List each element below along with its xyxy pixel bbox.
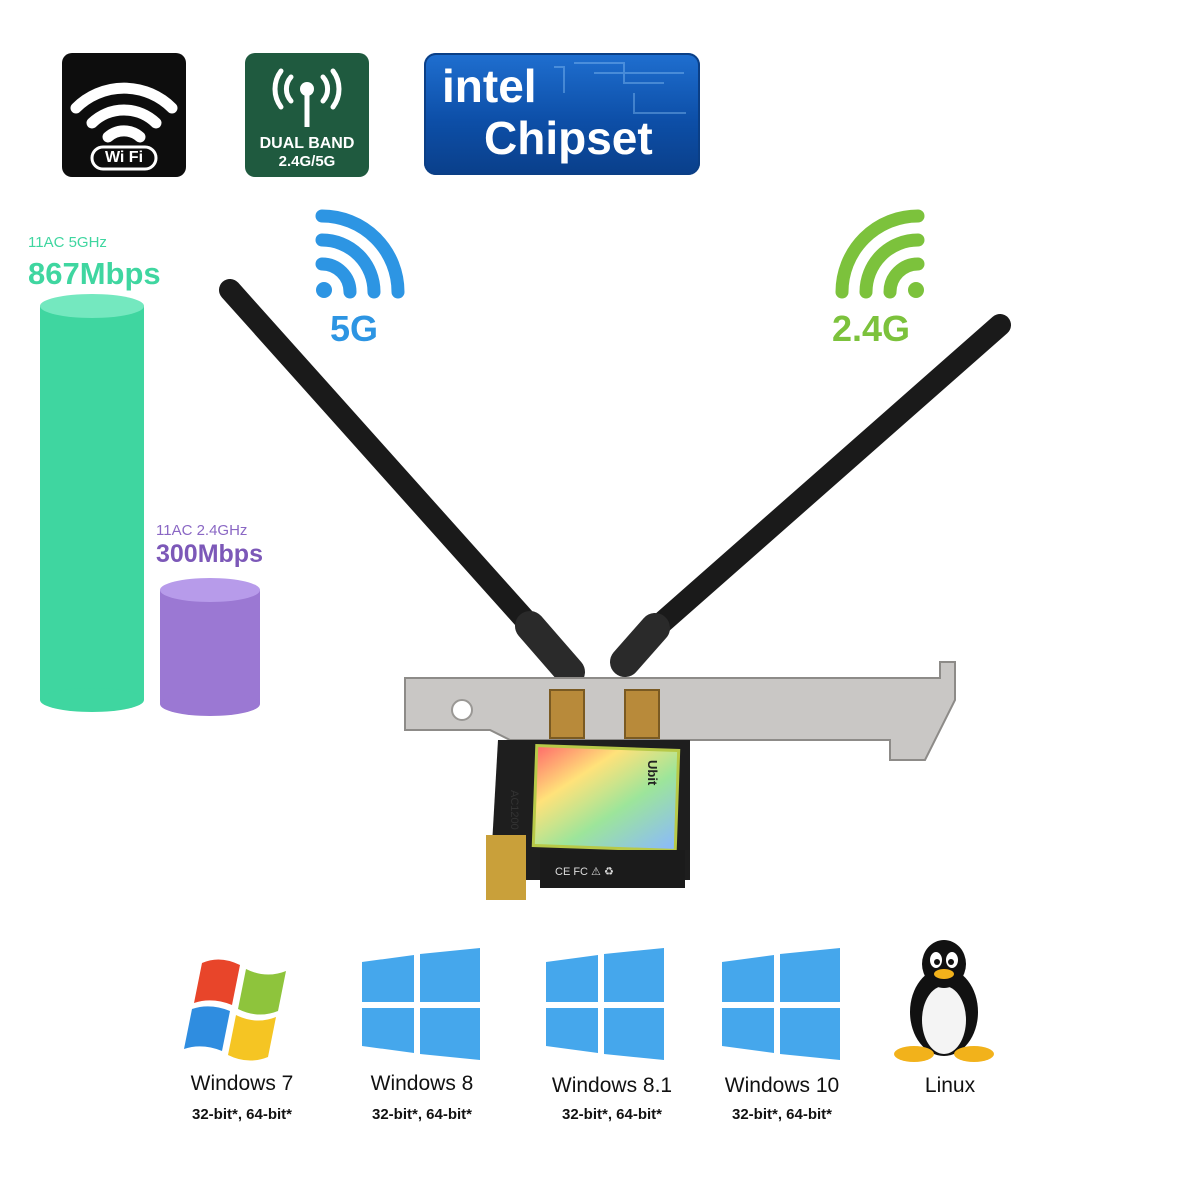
chipset-label: Chipset: [484, 112, 653, 164]
os-name-win8: Windows 8: [370, 1072, 474, 1095]
speed-24ghz-value: 300Mbps: [156, 540, 263, 568]
speed-5ghz-value: 867Mbps: [28, 256, 161, 291]
windows-xp-logo: [184, 959, 286, 1061]
svg-text:CE FC ⚠ ♻: CE FC ⚠ ♻: [555, 866, 614, 878]
pcie-wifi-card: CE FC ⚠ ♻: [219, 279, 1011, 900]
os-name-win10: Windows 10: [724, 1074, 840, 1097]
intel-chipset-badge: intel Chipset: [424, 53, 700, 175]
os-name-win7: Windows 7: [190, 1072, 294, 1095]
dual-band-line2: 2.4G/5G: [278, 153, 336, 170]
speed-5ghz-label: 11AC 5GHz: [28, 234, 107, 251]
wifi-icon: [70, 82, 178, 171]
speed-5ghz-cylinder: [40, 294, 144, 712]
card-model-label: AC1200: [508, 790, 520, 830]
band-5g-label: 5G: [330, 308, 379, 349]
os-name-linux: Linux: [924, 1074, 976, 1097]
os-name-win81: Windows 8.1: [551, 1074, 673, 1097]
antenna-right: [610, 314, 1011, 677]
speed-24ghz-cylinder: [160, 578, 260, 716]
wifi-text: Wi Fi: [104, 149, 144, 166]
band-24g-label: 2.4G: [832, 308, 911, 349]
circuit-pattern: [554, 62, 686, 114]
card-brand-label: Ubit: [645, 760, 660, 786]
windows-10-logo: [722, 948, 840, 1060]
intel-logo: intel: [442, 60, 537, 112]
os-bits-win81: 32-bit*, 64-bit*: [561, 1106, 663, 1123]
signal-24g-icon: [835, 209, 925, 299]
antenna-left: [219, 279, 585, 687]
linux-tux-icon: [894, 940, 994, 1062]
speed-24ghz-label: 11AC 2.4GHz: [156, 522, 248, 539]
os-bits-win8: 32-bit*, 64-bit*: [371, 1106, 473, 1123]
antenna-signal-icon: [272, 68, 342, 127]
dual-band-badge: DUAL BAND 2.4G/5G: [245, 53, 369, 177]
windows-81-logo: [546, 948, 664, 1060]
dual-band-line1: DUAL BAND: [259, 135, 355, 152]
signal-5g-icon: [315, 209, 405, 299]
windows-8-logo: [362, 948, 480, 1060]
os-bits-win7: 32-bit*, 64-bit*: [191, 1106, 293, 1123]
wifi-badge: Wi Fi: [62, 53, 186, 177]
os-bits-win10: 32-bit*, 64-bit*: [731, 1106, 833, 1123]
